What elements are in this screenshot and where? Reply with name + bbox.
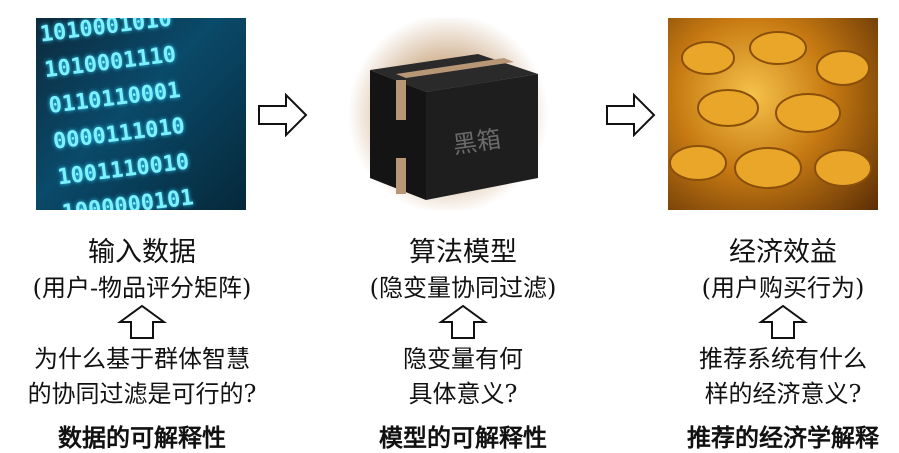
- up-arrow-icon: [117, 304, 167, 339]
- footer-economic-explanation: 推荐的经济学解释: [687, 423, 879, 452]
- question-economic: 推荐系统有什么 样的经济意义?: [699, 345, 867, 408]
- footer-model-interpretability: 模型的可解释性: [379, 423, 547, 452]
- box-label: 黑箱: [451, 125, 502, 159]
- binary-data-image: 1010001010 1010001110 0110110001 0000111…: [36, 18, 246, 210]
- up-arrow-icon: [438, 304, 488, 339]
- stage-title-economic: 经济效益: [729, 237, 837, 268]
- binary-digits: 1010001010 1010001110 0110110001 0000111…: [38, 18, 196, 210]
- up-arrow-icon: [758, 304, 808, 339]
- question-data: 为什么基于群体智慧 的协同过滤是可行的?: [27, 345, 257, 408]
- stage-subtitle-input: (用户-物品评分矩阵): [32, 274, 252, 302]
- question-model: 隐变量有何 具体意义?: [403, 345, 523, 408]
- stage-subtitle-model: (隐变量协同过滤): [369, 274, 557, 302]
- footer-data-interpretability: 数据的可解释性: [58, 423, 226, 452]
- stage-subtitle-economic: (用户购买行为): [701, 274, 865, 302]
- stage-title-input: 输入数据: [88, 237, 196, 268]
- right-arrow-icon: [258, 93, 308, 137]
- stage-title-model: 算法模型: [409, 237, 517, 268]
- right-arrow-icon: [606, 93, 656, 137]
- gold-coins-image: [668, 18, 878, 210]
- black-box-image: 黑箱: [318, 18, 578, 210]
